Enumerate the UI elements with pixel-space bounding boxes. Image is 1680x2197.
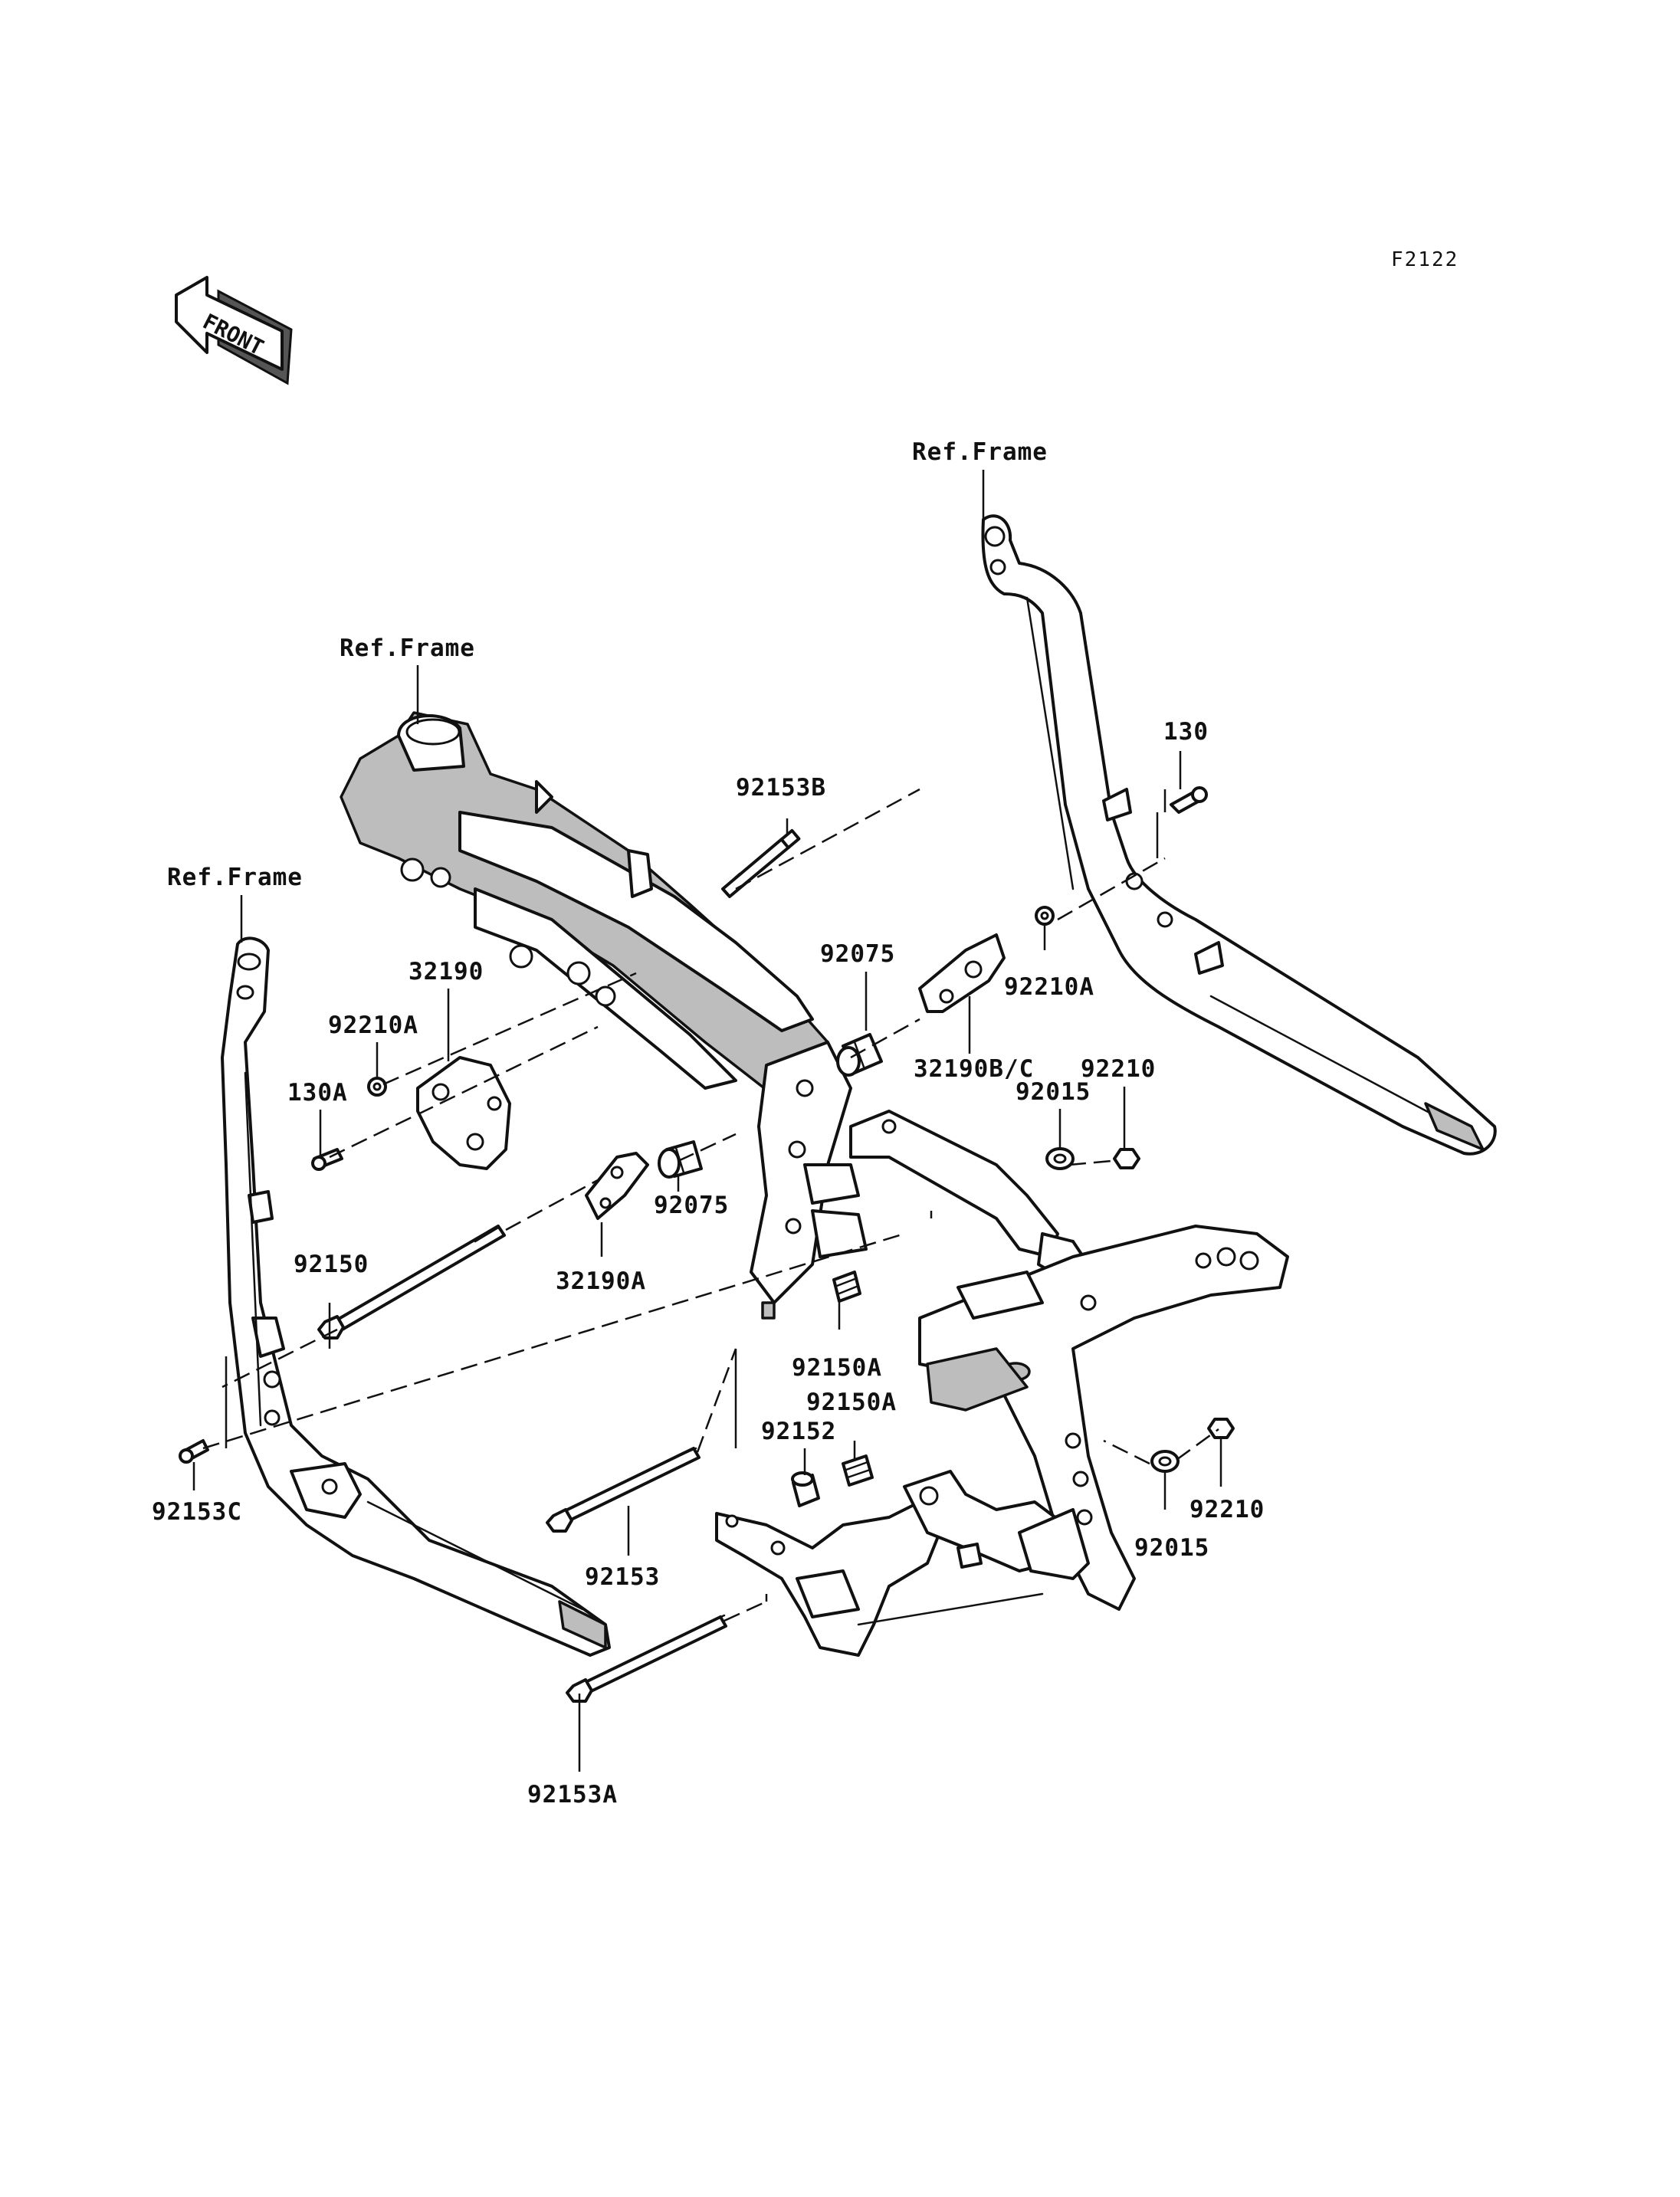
bracket-32190 bbox=[416, 1056, 511, 1170]
bolt-130 bbox=[1170, 786, 1208, 814]
main-frame-backbone bbox=[340, 711, 868, 1320]
label-92150A-a: 92150A bbox=[792, 1354, 882, 1382]
label-32190A: 32190A bbox=[556, 1267, 646, 1295]
label-92075-upper: 92075 bbox=[820, 940, 895, 968]
label-92210A-left: 92210A bbox=[328, 1012, 418, 1039]
bush-92015-upper bbox=[1045, 1147, 1075, 1170]
rear-frame-rail-right bbox=[981, 514, 1497, 1156]
label-92153A: 92153A bbox=[527, 1781, 618, 1808]
bolt-92153B bbox=[721, 828, 801, 898]
damper-92150A-upper bbox=[832, 1271, 861, 1303]
label-92150A-b: 92150A bbox=[806, 1389, 897, 1416]
bolt-92153A bbox=[566, 1614, 727, 1703]
label-92210-lower: 92210 bbox=[1189, 1496, 1265, 1523]
bush-92015-lower bbox=[1150, 1450, 1180, 1473]
nut-92210-lower bbox=[1207, 1418, 1235, 1439]
label-92210A-right: 92210A bbox=[1004, 973, 1094, 1001]
label-92075-lower: 92075 bbox=[654, 1192, 729, 1219]
label-92153B: 92153B bbox=[736, 774, 826, 802]
label-92153C: 92153C bbox=[152, 1498, 242, 1526]
upper-cross-tube bbox=[849, 1110, 1090, 1281]
label-92150: 92150 bbox=[294, 1251, 369, 1278]
nut-92210A-right bbox=[1035, 906, 1055, 926]
nut-92210A-left bbox=[367, 1077, 387, 1097]
bracket-32190A bbox=[585, 1152, 649, 1220]
label-130A: 130A bbox=[287, 1079, 348, 1107]
label-92153: 92153 bbox=[585, 1563, 660, 1591]
label-92015-upper: 92015 bbox=[1016, 1078, 1091, 1106]
label-ref-frame-top: Ref.Frame bbox=[912, 438, 1048, 466]
front-frame-rail-left bbox=[221, 936, 611, 1657]
damper-92150A-lower bbox=[842, 1454, 874, 1487]
label-92152: 92152 bbox=[761, 1418, 836, 1445]
label-92015-lower: 92015 bbox=[1134, 1534, 1209, 1562]
front-arrow-icon: FRONT bbox=[175, 276, 293, 385]
label-ref-frame-left: Ref.Frame bbox=[167, 864, 303, 891]
nut-92210-upper bbox=[1113, 1148, 1140, 1169]
bolt-130A bbox=[311, 1148, 343, 1171]
bracket-32190BC bbox=[918, 933, 1006, 1013]
diagram-code: F2122 bbox=[1391, 248, 1459, 271]
bolt-92153C bbox=[179, 1439, 209, 1464]
damper-92075-upper bbox=[836, 1033, 883, 1077]
label-32190: 32190 bbox=[409, 958, 484, 985]
lower-swing-frame bbox=[715, 1470, 1090, 1657]
label-92210-upper: 92210 bbox=[1081, 1055, 1156, 1083]
collar-92152 bbox=[791, 1471, 820, 1507]
bolt-92153 bbox=[546, 1447, 701, 1533]
label-130: 130 bbox=[1163, 718, 1209, 746]
stud-92150 bbox=[317, 1225, 506, 1340]
label-ref-frame-mid: Ref.Frame bbox=[340, 635, 475, 662]
lower-cradle-frame bbox=[918, 1225, 1289, 1611]
leader-lines bbox=[192, 470, 1222, 1772]
label-32190BC: 32190B/C bbox=[914, 1055, 1034, 1083]
